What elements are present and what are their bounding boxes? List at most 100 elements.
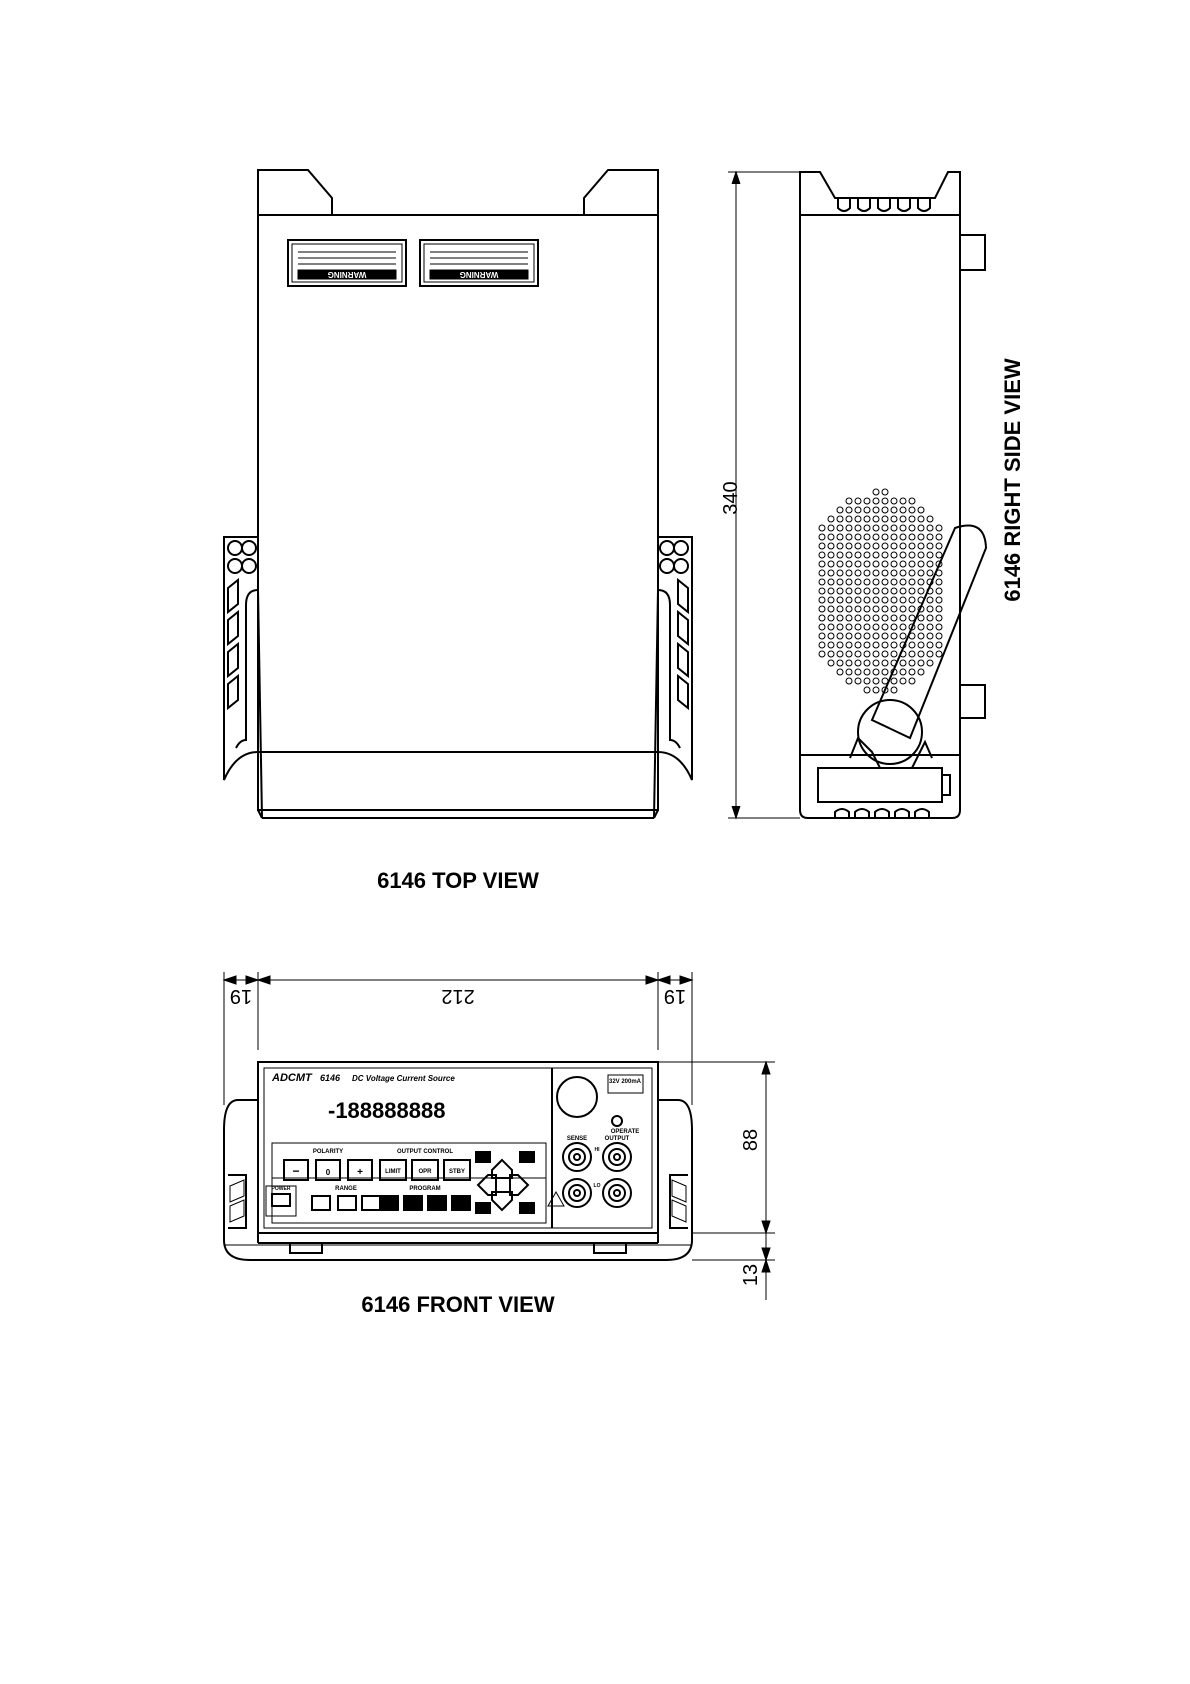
zero-button[interactable]: 0 — [326, 1168, 331, 1177]
vent-hole — [837, 516, 843, 522]
limit-button[interactable]: LIMIT — [385, 1169, 401, 1175]
vent-hole — [846, 552, 852, 558]
vent-hole — [900, 543, 906, 549]
vent-hole — [900, 570, 906, 576]
vent-hole — [900, 678, 906, 684]
vent-hole — [927, 615, 933, 621]
vent-hole — [936, 579, 942, 585]
vent-hole — [927, 534, 933, 540]
vent-hole — [936, 624, 942, 630]
vent-hole — [918, 552, 924, 558]
vent-hole — [819, 570, 825, 576]
vent-hole — [918, 624, 924, 630]
vent-hole — [882, 597, 888, 603]
vent-hole — [864, 669, 870, 675]
vent-hole — [846, 624, 852, 630]
vent-hole — [873, 633, 879, 639]
opr-button[interactable]: OPR — [418, 1169, 432, 1175]
vent-hole — [918, 642, 924, 648]
vent-hole — [855, 525, 861, 531]
vent-hole — [819, 651, 825, 657]
vent-hole — [837, 606, 843, 612]
stby-button[interactable]: STBY — [449, 1169, 465, 1175]
vent-hole — [936, 606, 942, 612]
vent-hole — [846, 525, 852, 531]
plus-button[interactable]: + — [357, 1167, 363, 1178]
vent-hole — [864, 579, 870, 585]
vent-hole — [864, 588, 870, 594]
vent-hole — [837, 543, 843, 549]
vent-hole — [828, 561, 834, 567]
vent-hole — [900, 588, 906, 594]
vent-hole — [882, 534, 888, 540]
vent-hole — [909, 660, 915, 666]
vent-hole — [927, 597, 933, 603]
vent-hole — [828, 516, 834, 522]
side-view — [800, 172, 986, 818]
vent-hole — [864, 498, 870, 504]
vent-hole — [882, 579, 888, 585]
vent-hole — [828, 633, 834, 639]
vent-hole — [909, 633, 915, 639]
vent-hole — [864, 543, 870, 549]
vent-hole — [936, 633, 942, 639]
side-view-title: 6146 RIGHT SIDE VIEW — [1000, 358, 1025, 602]
vent-hole — [927, 633, 933, 639]
vent-hole — [846, 642, 852, 648]
vent-hole — [909, 606, 915, 612]
vent-hole — [837, 588, 843, 594]
vent-hole — [927, 543, 933, 549]
minus-button[interactable]: − — [292, 1164, 299, 1178]
vent-hole — [882, 678, 888, 684]
vent-hole — [891, 579, 897, 585]
hi-label: HI — [595, 1147, 601, 1153]
operate-label: OPERATE — [611, 1129, 640, 1135]
vent-hole — [891, 525, 897, 531]
vent-hole — [909, 678, 915, 684]
vent-hole — [864, 651, 870, 657]
vent-hole — [891, 633, 897, 639]
warning-label-left: WARNING — [328, 270, 367, 279]
vent-hole — [846, 534, 852, 540]
top-view-title: 6146 TOP VIEW — [377, 868, 539, 893]
right-margin-label: 19 — [664, 985, 686, 1007]
vent-hole — [855, 561, 861, 567]
vent-hole — [846, 615, 852, 621]
vent-hole — [927, 606, 933, 612]
vent-hole — [837, 534, 843, 540]
vent-hole — [837, 669, 843, 675]
program-label: PROGRAM — [409, 1186, 440, 1192]
vent-hole — [891, 624, 897, 630]
vent-hole — [927, 642, 933, 648]
vent-hole — [900, 624, 906, 630]
vent-hole — [873, 660, 879, 666]
vent-hole — [936, 588, 942, 594]
vent-hole — [909, 579, 915, 585]
vent-hole — [873, 678, 879, 684]
power-label: POWER — [272, 1186, 291, 1192]
vent-hole — [882, 516, 888, 522]
vent-hole — [882, 651, 888, 657]
vent-hole — [855, 588, 861, 594]
vent-hole — [882, 633, 888, 639]
vent-hole — [900, 552, 906, 558]
vent-hole — [927, 660, 933, 666]
vent-hole — [909, 534, 915, 540]
vent-hole — [882, 552, 888, 558]
vent-hole — [819, 561, 825, 567]
vent-hole — [900, 516, 906, 522]
vent-hole — [936, 525, 942, 531]
vent-hole — [855, 570, 861, 576]
front-view-title: 6146 FRONT VIEW — [361, 1292, 554, 1317]
vent-hole — [864, 687, 870, 693]
vent-hole — [864, 597, 870, 603]
vent-hole — [909, 588, 915, 594]
vent-hole — [891, 588, 897, 594]
vent-hole — [837, 525, 843, 531]
vent-hole — [891, 534, 897, 540]
vent-hole — [909, 525, 915, 531]
vent-hole — [882, 588, 888, 594]
vent-hole — [891, 561, 897, 567]
vent-hole — [891, 615, 897, 621]
vent-hole — [864, 561, 870, 567]
